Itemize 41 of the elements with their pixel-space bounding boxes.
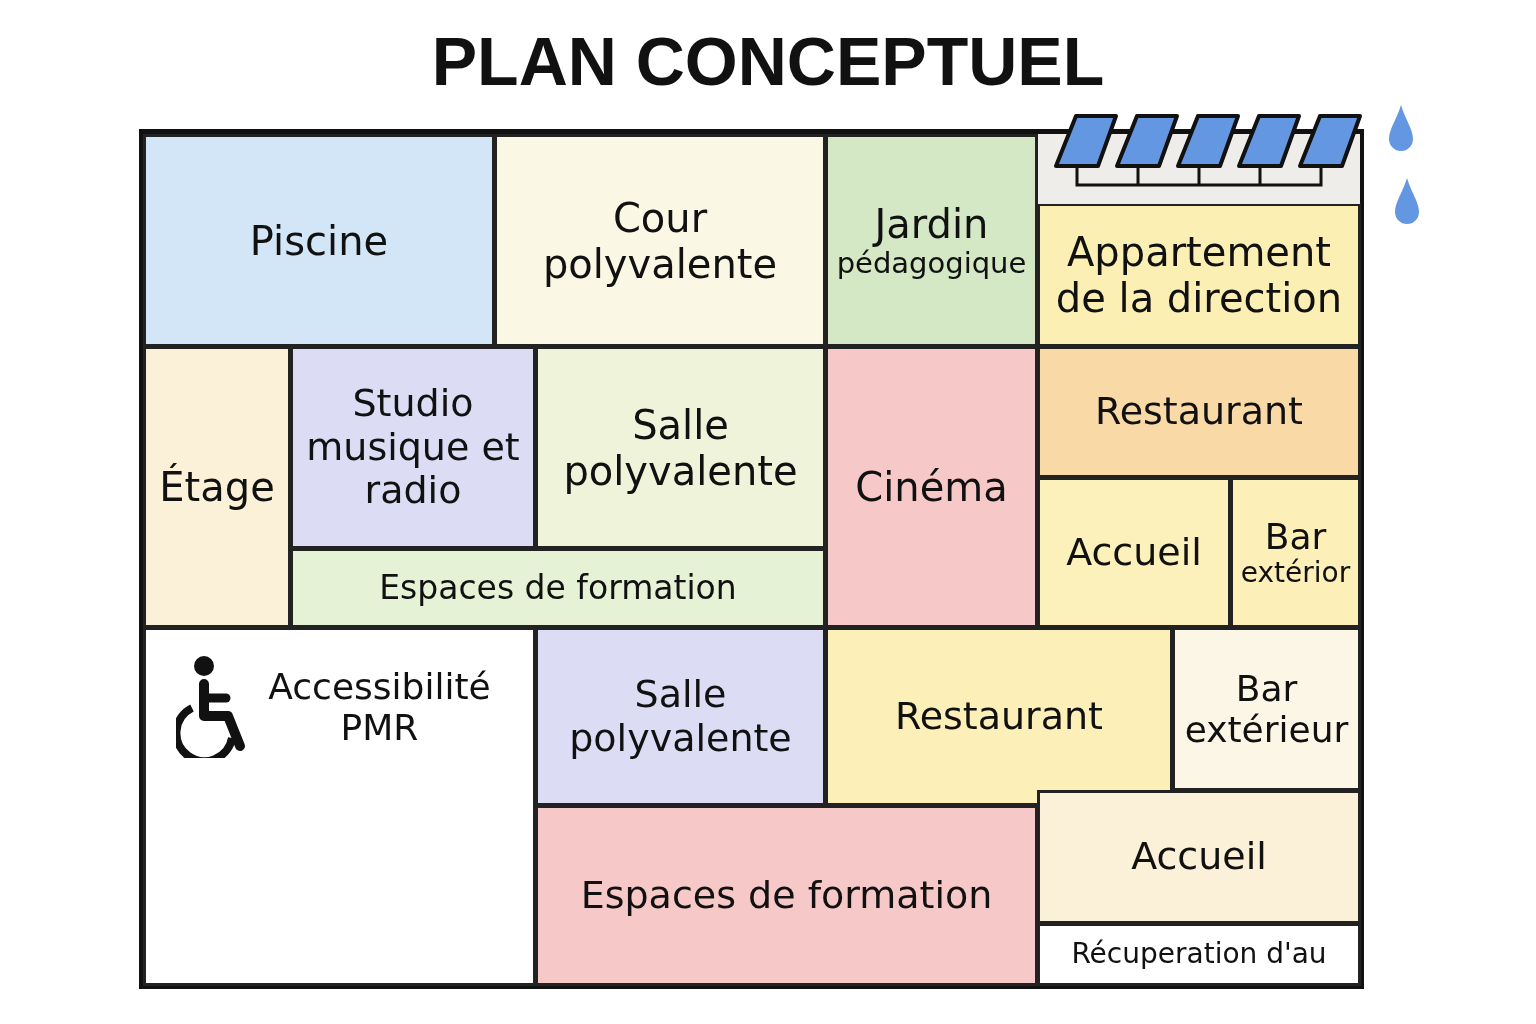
room-label: extérior	[1240, 557, 1351, 590]
room-label: Restaurant	[1094, 390, 1303, 434]
room-label: Appartement de la direction	[1054, 229, 1344, 321]
room-box	[535, 627, 826, 806]
room-box	[825, 346, 1038, 628]
room-box	[1037, 203, 1361, 347]
room-label: Accessibilité PMR	[267, 666, 492, 749]
room-box	[1230, 477, 1361, 628]
room-label: Étage	[159, 464, 275, 510]
room-box	[535, 346, 826, 549]
room-box	[143, 134, 495, 347]
room-box	[825, 627, 1173, 806]
room-label: Restaurant	[894, 694, 1103, 739]
room-box	[290, 548, 826, 628]
room-label: Jardin	[874, 200, 989, 247]
room-box	[1037, 346, 1361, 478]
room-label: Bar	[1264, 515, 1327, 558]
room-box	[494, 134, 826, 347]
room-box	[1037, 790, 1361, 924]
room-label: Cinéma	[855, 464, 1008, 510]
room-box	[1172, 627, 1361, 791]
room-label: Espaces de formation	[379, 569, 737, 607]
room-label: Studio musique et radio	[305, 381, 521, 514]
room-box	[143, 627, 536, 986]
room-label: Piscine	[249, 217, 389, 264]
room-label: Salle polyvalente	[568, 672, 793, 761]
room-box	[143, 346, 291, 628]
room-box	[535, 805, 1038, 986]
room-label: Accueil	[1066, 530, 1202, 575]
room-label: Cour polyvalente	[541, 194, 779, 287]
room-box	[825, 134, 1038, 347]
room-box	[290, 346, 536, 549]
room-label: Accueil	[1131, 835, 1267, 879]
room-label: Salle polyvalente	[562, 401, 799, 494]
room-label: Bar extérieur	[1183, 667, 1350, 751]
room-label: Récuperation d'au	[1071, 938, 1327, 971]
room-label: Espaces de formation	[580, 873, 993, 918]
room-box	[1037, 923, 1361, 986]
room-label: pédagogique	[836, 246, 1027, 281]
room-box	[1037, 477, 1231, 628]
plan-title: PLAN CONCEPTUEL	[430, 22, 1106, 100]
